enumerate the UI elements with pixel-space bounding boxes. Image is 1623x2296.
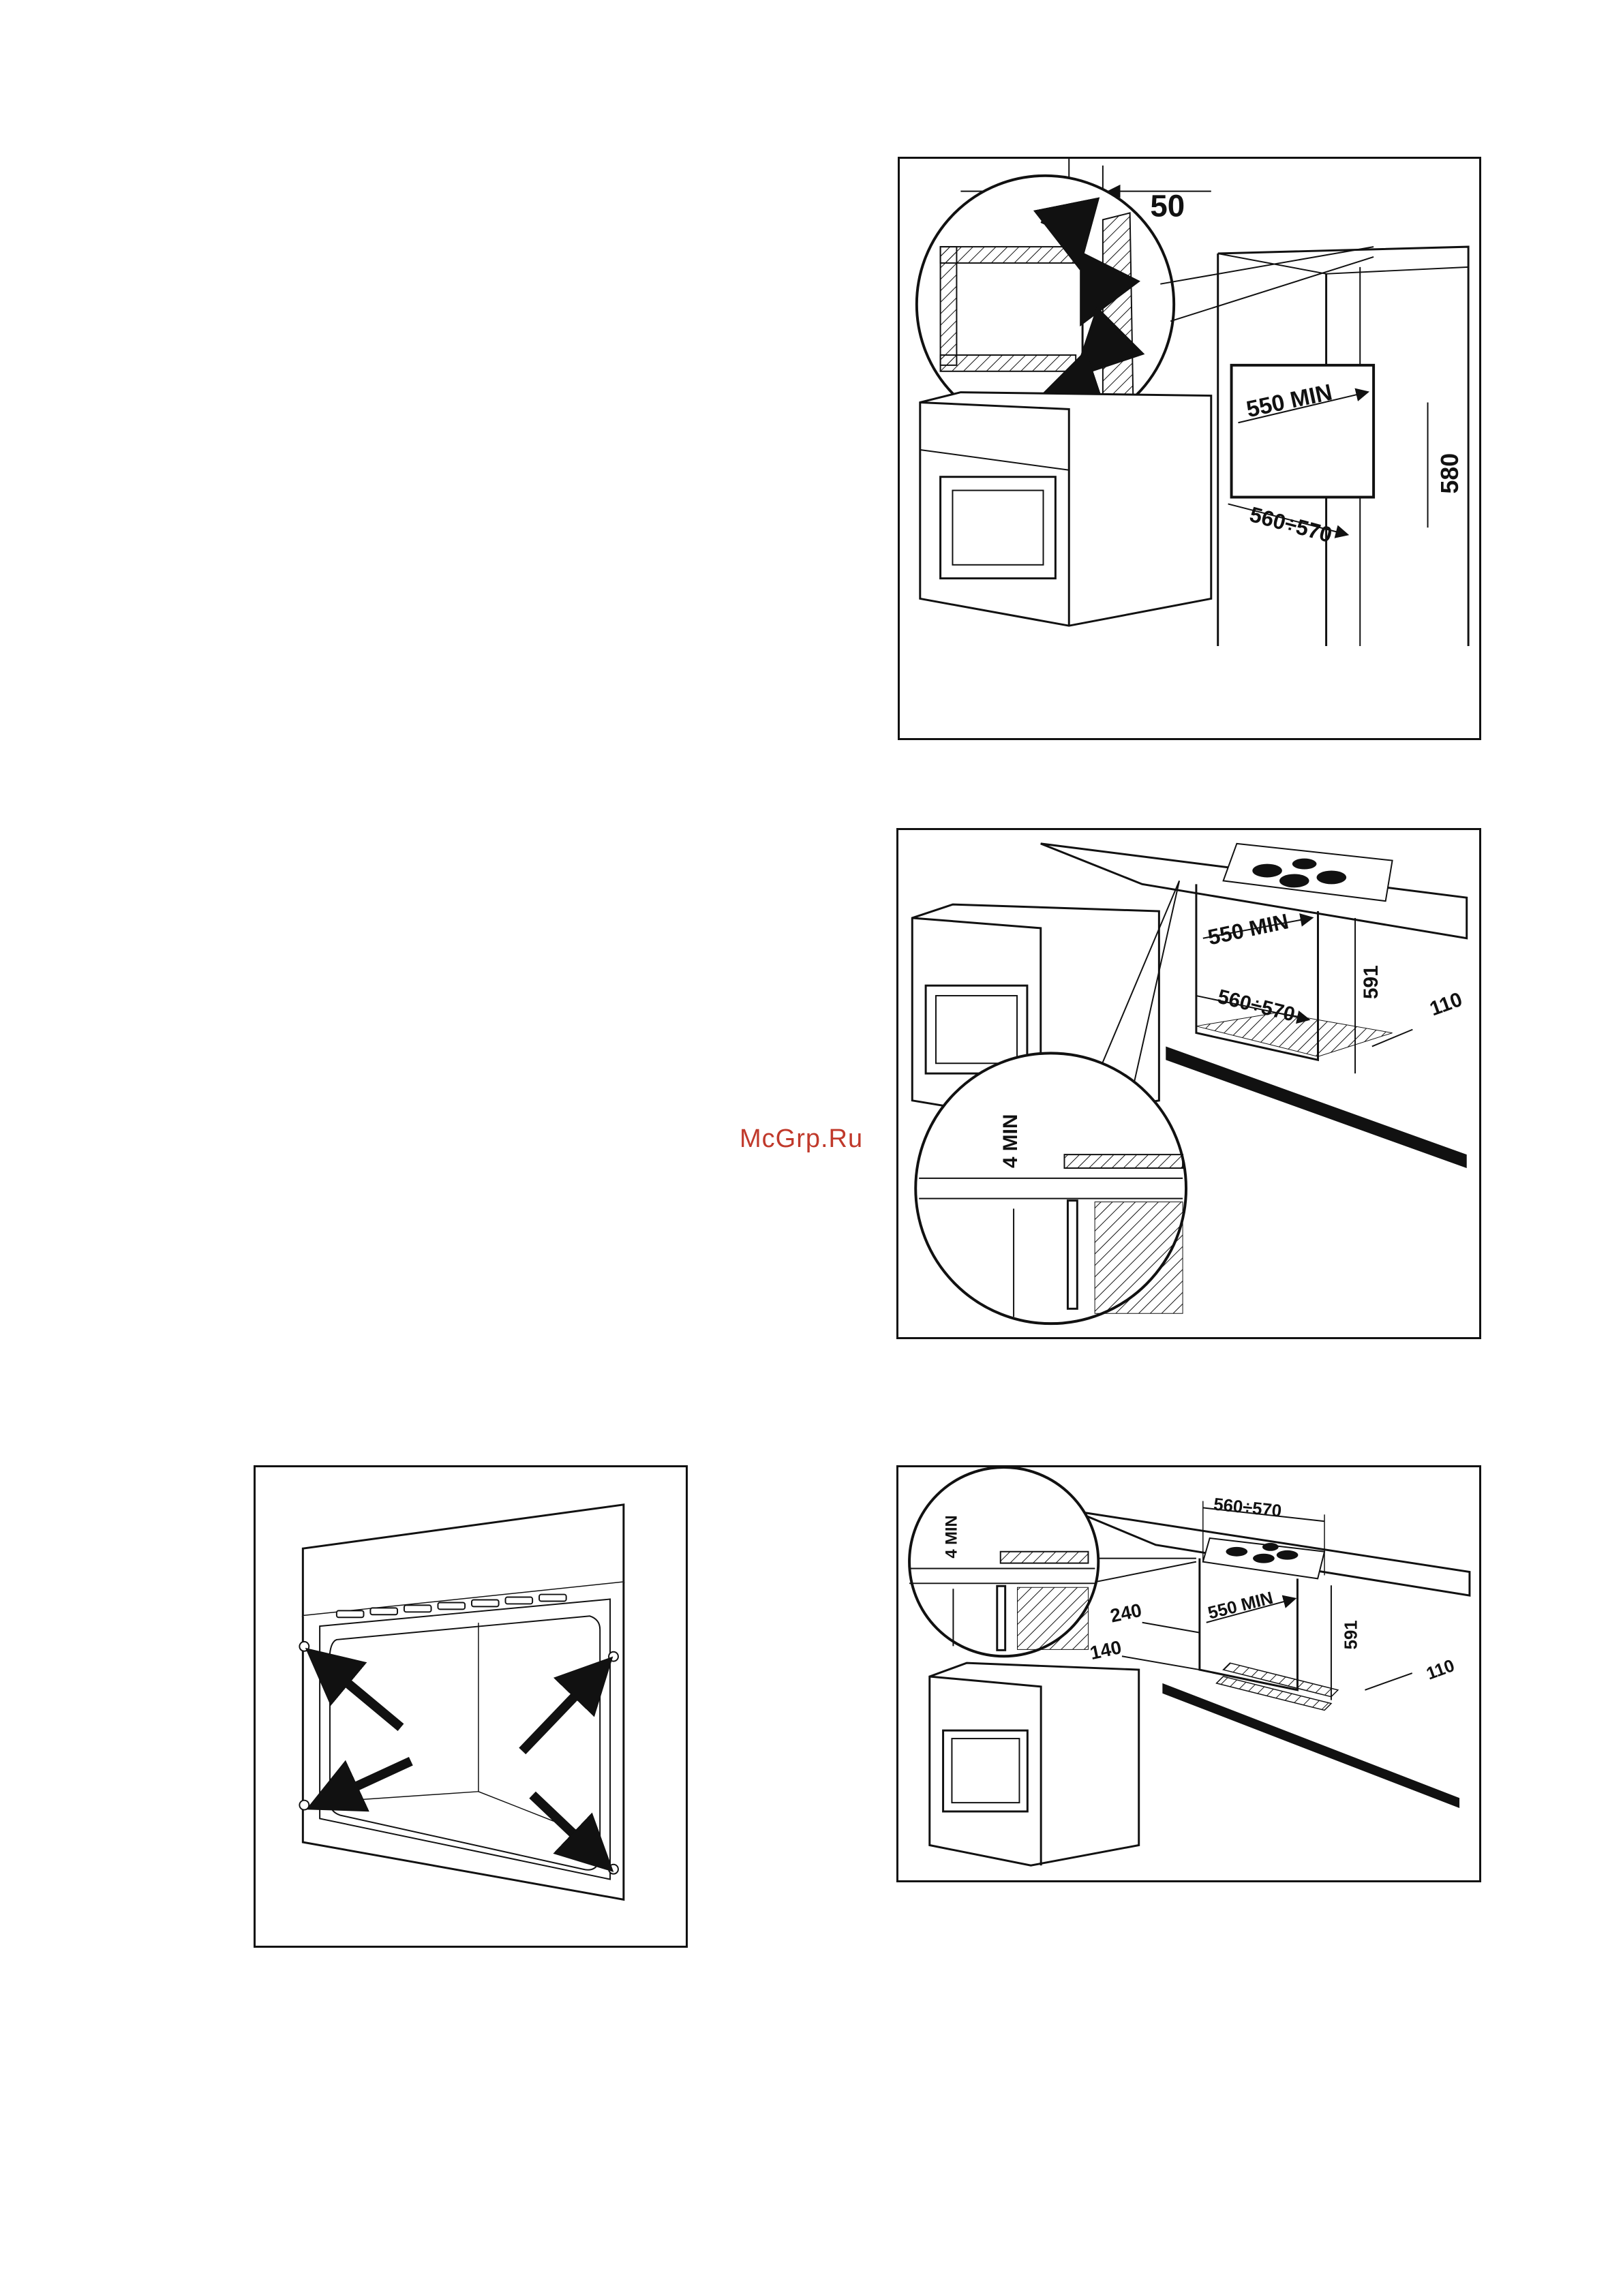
dimension-gap-top: 50: [1150, 188, 1185, 223]
dimension-gap: 4 MIN: [999, 1114, 1022, 1168]
figure-3-drawing: [256, 1467, 686, 1946]
dimension-height: 580: [1436, 453, 1463, 494]
dimension-width: 560÷570: [1213, 1495, 1282, 1521]
figure-2-drawing: 550 MIN 591 560÷570 110 4 MIN: [898, 830, 1479, 1337]
figure-undercounter-clearances: 560÷570 550 MIN 591 240 140 110 4 MIN: [896, 1465, 1481, 1882]
dimension-side-a: 240: [1108, 1599, 1144, 1627]
dimension-side-b: 140: [1088, 1636, 1123, 1664]
dimension-width: 560÷570: [1247, 502, 1335, 547]
figure-undercounter-installation: 550 MIN 591 560÷570 110 4 MIN: [896, 828, 1481, 1339]
figure-1-drawing: 50 550 MIN 580 560÷570: [900, 159, 1479, 738]
dimension-height: 591: [1360, 965, 1382, 999]
figure-oven-fixing-points: [254, 1465, 688, 1948]
dimension-height: 591: [1342, 1620, 1361, 1649]
figure-4-drawing: 560÷570 550 MIN 591 240 140 110 4 MIN: [898, 1467, 1479, 1880]
dimension-gap: 4 MIN: [942, 1515, 960, 1558]
dimension-depth: 550 MIN: [1206, 908, 1291, 949]
dimension-rear: 110: [1424, 1656, 1457, 1684]
dimension-rear: 110: [1427, 988, 1465, 1020]
watermark: McGrp.Ru: [740, 1124, 863, 1154]
figure-tall-cabinet-installation: 50 550 MIN 580 560÷570: [898, 157, 1481, 740]
dimension-depth: 550 MIN: [1206, 1589, 1275, 1623]
